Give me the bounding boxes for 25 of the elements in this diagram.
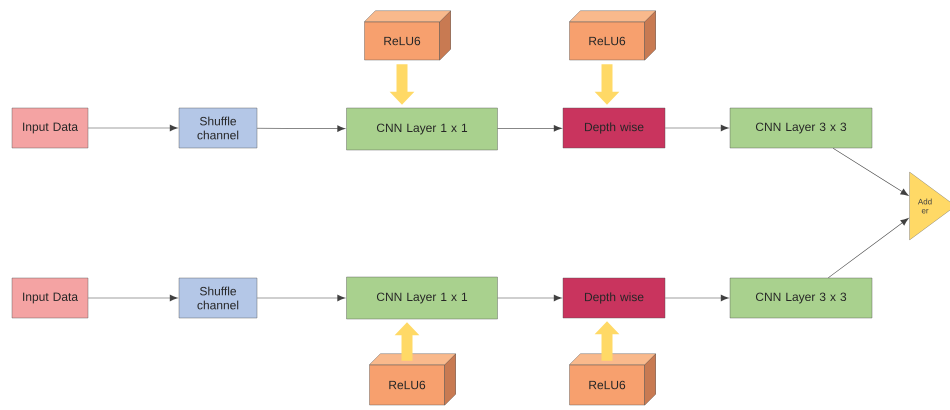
- process-box: Shuffle channel: [178, 278, 258, 318]
- arrow: [832, 148, 909, 196]
- activation-cube: ReLU6: [569, 10, 656, 60]
- process-box: Shuffle channel: [178, 108, 258, 148]
- layer-box: CNN Layer 3 x 3: [730, 108, 872, 148]
- activation-cube: ReLU6: [364, 10, 451, 60]
- layer-box: CNN Layer 1 x 1: [346, 276, 498, 320]
- arrow: [88, 124, 178, 132]
- adder-triangle: Add er: [909, 172, 950, 240]
- layer-box: Depth wise: [562, 108, 666, 148]
- activation-cube: ReLU6: [569, 354, 656, 406]
- input-box: Input Data: [12, 108, 88, 148]
- arrow: [828, 218, 909, 278]
- layer-box: Depth wise: [562, 278, 666, 318]
- arrow: [664, 294, 729, 302]
- arrow: [256, 294, 346, 302]
- arrow: [497, 125, 562, 132]
- arrow: [88, 294, 178, 302]
- layer-box: CNN Layer 3 x 3: [730, 278, 872, 318]
- activation-cube: ReLU6: [369, 354, 456, 406]
- arrow: [256, 125, 346, 132]
- arrow: [497, 294, 562, 302]
- arrow: [664, 124, 729, 132]
- layer-box: CNN Layer 1 x 1: [346, 108, 498, 150]
- input-box: Input Data: [12, 278, 88, 318]
